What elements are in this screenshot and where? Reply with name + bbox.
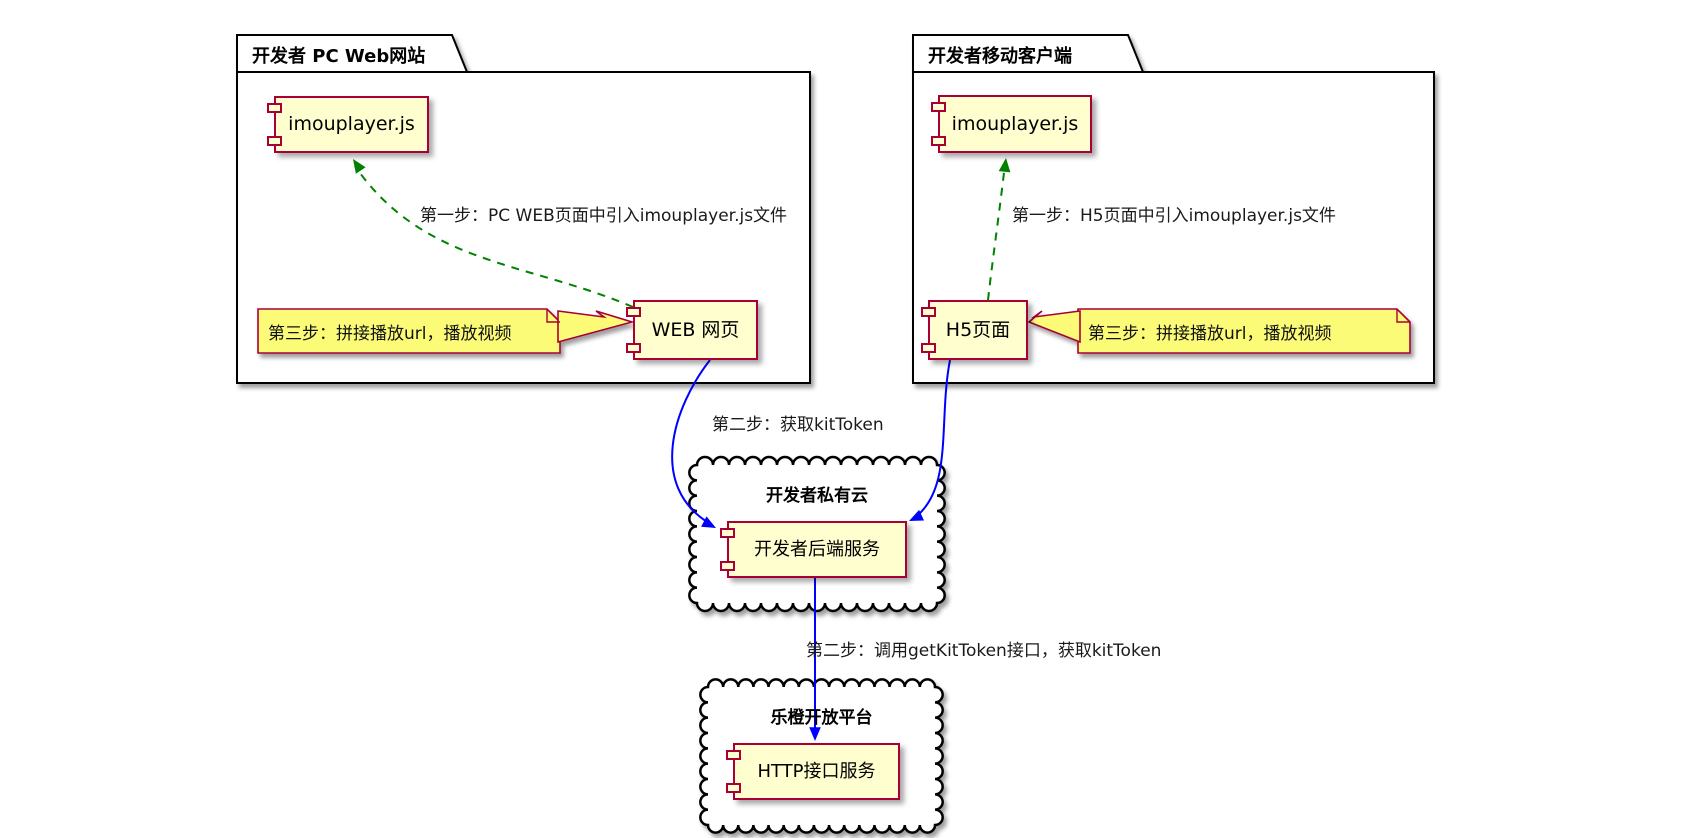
component-label: 开发者后端服务 [754, 538, 880, 560]
port-icon [625, 307, 641, 317]
component-web-page: WEB 网页 [625, 300, 758, 360]
component-label: WEB 网页 [651, 318, 740, 341]
edge-step1-h5 [987, 158, 1011, 301]
component-label: HTTP接口服务 [757, 760, 876, 782]
edge-label-step1-h5: 第一步：H5页面中引入imouplayer.js文件 [1012, 206, 1336, 226]
port-icon [719, 561, 735, 571]
component-h5-page: H5页面 [920, 300, 1028, 360]
component-imouplayer-mobile: imouplayer.js [930, 95, 1092, 153]
edge-step1-pc [353, 159, 634, 308]
port-icon [625, 343, 641, 353]
note-step3-pc-shape [257, 308, 635, 354]
package-title-pc-web: 开发者 PC Web网站 [252, 46, 426, 67]
edge-step2-h5 [909, 359, 951, 521]
port-icon [725, 750, 741, 760]
cloud-title-lechange: 乐橙开放平台 [770, 708, 873, 728]
port-icon [725, 783, 741, 793]
component-label: imouplayer.js [288, 113, 415, 135]
note-step3-h5-shape [1027, 308, 1411, 354]
edge-label-step1-pc: 第一步：PC WEB页面中引入imouplayer.js文件 [420, 206, 788, 226]
port-icon [920, 307, 936, 317]
port-icon [930, 102, 946, 112]
port-icon [930, 136, 946, 146]
component-imouplayer-pc: imouplayer.js [266, 96, 429, 153]
edge-step1-pc-arrowhead-icon [353, 159, 366, 174]
port-icon [266, 103, 282, 113]
note-step3-pc: 第三步：拼接播放url，播放视频 [268, 323, 512, 344]
component-label: imouplayer.js [951, 112, 1079, 135]
note-step3-h5: 第三步：拼接播放url，播放视频 [1088, 323, 1332, 344]
edge-step1-h5-arrowhead-icon [998, 158, 1011, 173]
port-icon [266, 136, 282, 146]
edge-step2-web-arrowhead-icon [701, 516, 716, 528]
edge-step2-backend [809, 578, 821, 741]
edge-label-step2-call: 第二步：调用getKitToken接口，获取kitToken [806, 641, 1162, 661]
port-icon [920, 343, 936, 353]
edge-label-step2-get: 第二步：获取kitToken [712, 415, 884, 435]
component-backend-service: 开发者后端服务 [719, 521, 907, 578]
edge-step2-web [671, 359, 716, 528]
component-http-api-service: HTTP接口服务 [725, 743, 900, 800]
component-label: H5页面 [945, 318, 1011, 341]
port-icon [719, 528, 735, 538]
edge-step2-h5-arrowhead-icon [909, 509, 924, 521]
package-title-mobile: 开发者移动客户端 [928, 46, 1072, 67]
cloud-title-private: 开发者私有云 [766, 486, 868, 506]
edge-step2-backend-arrowhead-icon [809, 727, 821, 741]
